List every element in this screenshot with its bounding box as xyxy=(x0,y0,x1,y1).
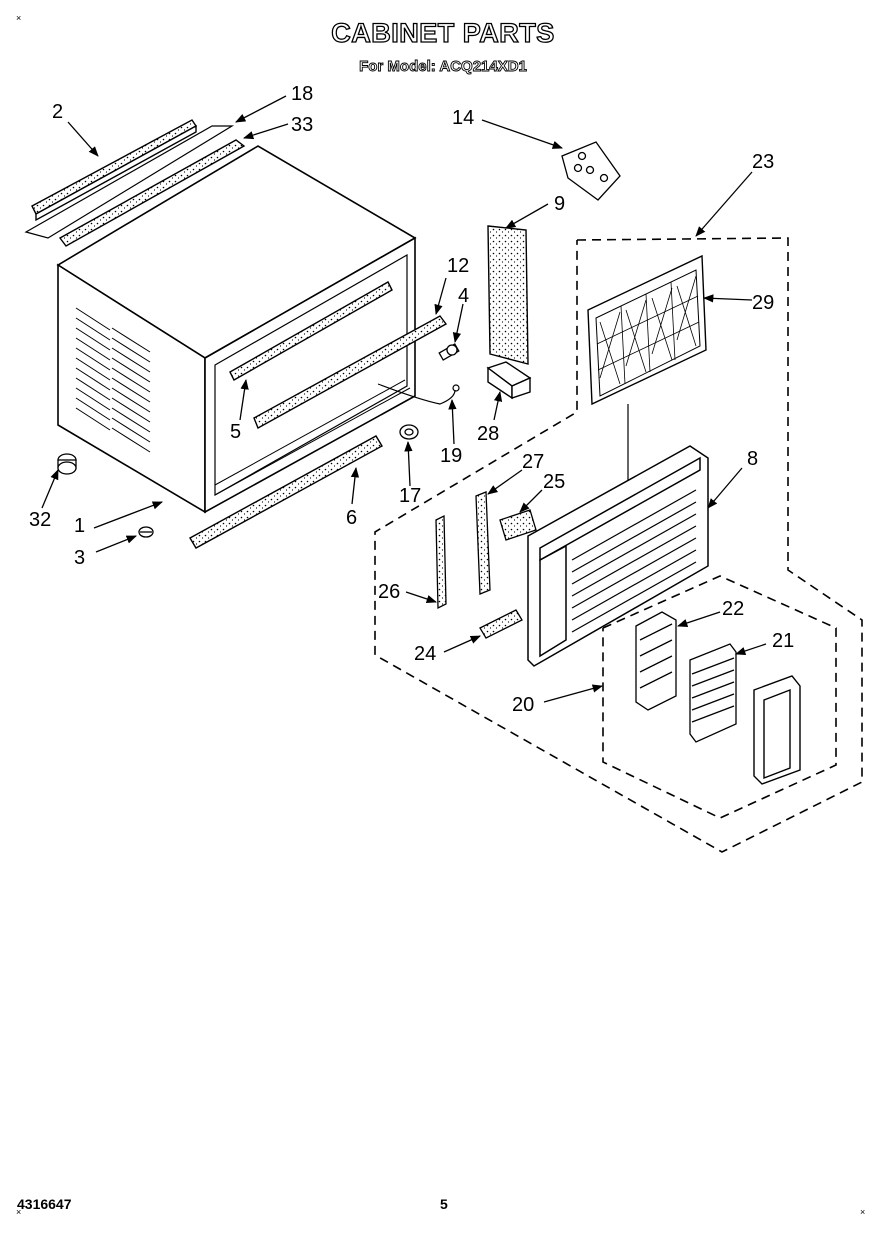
page-title: CABINET PARTS xyxy=(331,17,555,48)
callout-labels: 2 18 33 14 9 23 12 4 29 5 28 19 8 32 27 … xyxy=(29,83,794,716)
seal-block-24 xyxy=(479,609,523,639)
callout-19: 19 xyxy=(440,445,462,467)
rail-5 xyxy=(229,281,393,381)
corner-mark-top-left: × xyxy=(16,13,22,23)
callout-18: 18 xyxy=(291,83,313,105)
top-gasket-18 xyxy=(24,125,235,239)
leader-arrows xyxy=(41,95,767,703)
model-subtitle: For Model: ACQ214XD1 xyxy=(359,58,528,76)
callout-27: 27 xyxy=(522,451,544,473)
callout-14: 14 xyxy=(452,107,474,129)
air-filter-29 xyxy=(587,254,707,406)
callout-21: 21 xyxy=(772,630,794,652)
callout-28: 28 xyxy=(477,423,499,445)
callout-25: 25 xyxy=(543,471,565,493)
callout-26: 26 xyxy=(378,581,400,603)
wire-19 xyxy=(377,383,460,405)
assembly-outline-23 xyxy=(374,237,863,853)
part-number: 4316647 xyxy=(17,1196,72,1212)
foot-32 xyxy=(57,453,77,475)
callout-22: 22 xyxy=(722,598,744,620)
callout-17: 17 xyxy=(399,485,421,507)
callout-2: 2 xyxy=(52,101,63,123)
rail-12 xyxy=(253,315,448,429)
page-number: 5 xyxy=(440,1196,448,1212)
callout-8: 8 xyxy=(747,448,758,470)
callout-1: 1 xyxy=(74,515,85,537)
callout-33: 33 xyxy=(291,114,313,136)
foam-block-28 xyxy=(486,361,532,400)
callout-24: 24 xyxy=(414,643,436,665)
callout-5: 5 xyxy=(230,421,241,443)
front-grille-8 xyxy=(527,445,709,667)
foam-pad-9 xyxy=(487,225,529,365)
corner-mark-bottom-left: × xyxy=(16,1207,22,1217)
top-seal-strip-2 xyxy=(31,119,198,222)
corner-mark-bottom-right: × xyxy=(860,1207,866,1217)
cabinet-side-louvers xyxy=(75,307,151,453)
side-seal-26 xyxy=(435,514,447,610)
screw-3 xyxy=(138,526,154,538)
callout-29: 29 xyxy=(752,292,774,314)
screw-4 xyxy=(438,343,460,361)
bottom-rail-6 xyxy=(189,435,383,549)
seal-pad-25 xyxy=(499,509,537,541)
side-seal-27 xyxy=(475,491,491,595)
bushing-17 xyxy=(399,424,419,440)
callout-9: 9 xyxy=(554,193,565,215)
louver-frame-22 xyxy=(635,611,677,711)
callout-20: 20 xyxy=(512,694,534,716)
callout-4: 4 xyxy=(458,285,469,307)
callout-3: 3 xyxy=(74,547,85,569)
assembly-outline-20 xyxy=(602,575,837,819)
callout-23: 23 xyxy=(752,151,774,173)
handle-cover xyxy=(753,675,801,785)
callout-6: 6 xyxy=(346,507,357,529)
callout-12: 12 xyxy=(447,255,469,277)
louver-set-21 xyxy=(689,643,737,743)
callout-32: 32 xyxy=(29,509,51,531)
mounting-bracket-14 xyxy=(561,141,621,201)
top-foam-strip-33 xyxy=(58,139,246,247)
